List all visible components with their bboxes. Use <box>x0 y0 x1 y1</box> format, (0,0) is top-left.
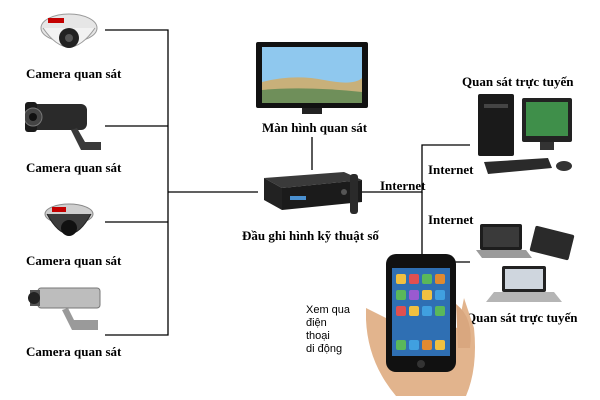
camera-label-1: Camera quan sát <box>26 66 122 81</box>
monitor-icon <box>256 42 368 114</box>
smartphone-icon <box>366 254 475 396</box>
camera-label-2: Camera quan sát <box>26 160 122 175</box>
dvr-label: Đầu ghi hình kỹ thuật số <box>242 228 379 243</box>
dvr-icon <box>264 172 362 214</box>
phone-caption-line-2: điện <box>306 317 327 329</box>
internet-label-upper: Internet <box>428 162 474 177</box>
camera-label-3: Camera quan sát <box>26 253 122 268</box>
laptop-icon <box>476 224 575 302</box>
camera-label-4: Camera quan sát <box>26 344 122 359</box>
desktop-pc-icon <box>478 94 572 174</box>
phone-caption: Xem qua điện thoại di động <box>306 304 350 356</box>
pc-label: Quan sát trực tuyến <box>462 74 574 89</box>
phone-caption-line-3: thoại <box>306 330 330 342</box>
internet-label-lower: Internet <box>428 212 474 227</box>
monitor-label: Màn hình quan sát <box>262 120 368 135</box>
internet-label-main: Internet <box>380 178 426 193</box>
bullet-camera-icon <box>25 102 101 150</box>
dome-camera-icon <box>44 203 94 236</box>
box-camera-icon <box>28 287 101 330</box>
laptops-label: Quan sát trực tuyến <box>466 310 578 325</box>
dome-camera-icon <box>40 13 98 48</box>
phone-caption-line-1: Xem qua <box>306 304 351 316</box>
phone-caption-line-4: di động <box>306 343 343 355</box>
